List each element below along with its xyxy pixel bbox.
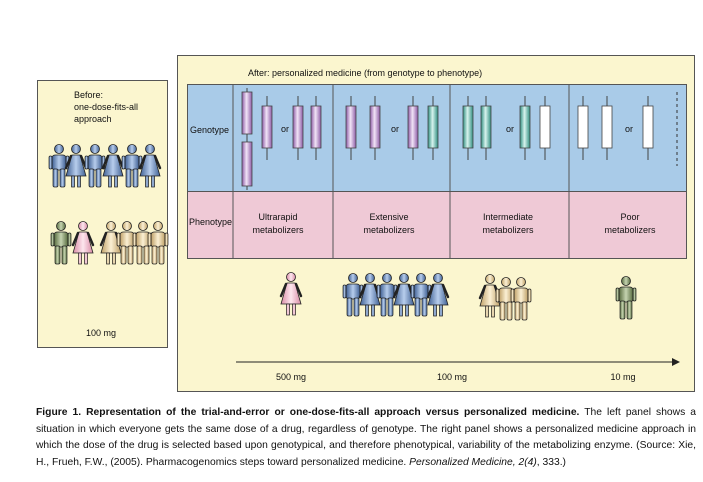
ultrarapid-people — [279, 271, 303, 317]
genotype-diagram: or or or — [232, 84, 680, 382]
allele-bar — [601, 105, 613, 149]
allele-bar — [519, 105, 531, 149]
person-figure — [138, 143, 162, 189]
or-label: or — [506, 124, 514, 134]
genotype-label: Genotype — [190, 125, 230, 135]
figure-caption: Figure 1. Representation of the trial-an… — [36, 405, 696, 471]
phenotype-row — [187, 191, 687, 259]
person-figure — [64, 143, 88, 189]
phenotype-ultrarapid-line1: Ultrarapid — [258, 212, 297, 222]
dose-axis — [236, 358, 680, 366]
dose-labels: 500 mg 100 mg 10 mg — [276, 372, 636, 382]
allele-bar — [345, 105, 357, 149]
allele-bar — [241, 91, 253, 135]
intermediate-genotypes — [462, 96, 551, 160]
allele-bar — [642, 105, 654, 149]
phenotype-poor-line1: Poor — [620, 212, 639, 222]
dose-10: 10 mg — [610, 372, 635, 382]
person-figure — [50, 221, 72, 265]
caption-journal: Personalized Medicine, 2(4) — [409, 456, 537, 468]
person-figure — [279, 271, 303, 317]
phenotype-extensive-line1: Extensive — [369, 212, 408, 222]
before-panel-text: Before: one-dose-fits-all approach — [74, 89, 138, 125]
phenotype-intermediate-line2: metabolizers — [482, 225, 534, 235]
before-dose: 100 mg — [86, 328, 117, 338]
column-dividers — [232, 84, 570, 259]
phenotype-ultrarapid-line2: metabolizers — [252, 225, 304, 235]
before-population — [48, 143, 169, 266]
person-figure — [121, 144, 143, 188]
extensive-genotypes — [345, 96, 439, 160]
ultrarapid-genotypes — [241, 88, 322, 190]
allele-bar — [577, 105, 589, 149]
person-figure — [510, 277, 532, 321]
allele-bar — [241, 141, 253, 187]
phenotype-extensive-line2: metabolizers — [363, 225, 415, 235]
dose-100: 100 mg — [437, 372, 467, 382]
or-label: or — [391, 124, 399, 134]
before-people-row-1 — [48, 143, 162, 189]
before-label: Before: — [74, 90, 104, 100]
caption-end: , 333.) — [536, 456, 566, 468]
phenotype-label: Phenotype — [189, 217, 233, 227]
before-people-row-2 — [50, 220, 169, 266]
person-figure — [101, 143, 125, 189]
allele-bar — [480, 105, 492, 149]
person-figure — [147, 221, 169, 265]
after-title: After: personalized medicine (from genot… — [248, 68, 483, 78]
person-figure — [84, 144, 106, 188]
person-figure — [426, 272, 450, 318]
person-figure — [615, 276, 637, 320]
caption-title: Figure 1. Representation of the trial-an… — [36, 407, 580, 418]
phenotype-labels: Ultrarapid metabolizers Extensive metabo… — [252, 212, 656, 235]
phenotype-intermediate-line1: Intermediate — [483, 212, 533, 222]
poor-people — [615, 276, 637, 320]
allele-bar — [292, 105, 304, 149]
one-dose-label: one-dose-fits-all — [74, 102, 139, 112]
allele-bar — [539, 105, 551, 149]
allele-bar — [407, 105, 419, 149]
or-label: or — [281, 124, 289, 134]
phenotype-poor-line2: metabolizers — [604, 225, 656, 235]
before-panel: Before: one-dose-fits-all approach 100 m… — [37, 80, 169, 348]
person-figure — [71, 220, 95, 266]
dose-500: 500 mg — [276, 372, 306, 382]
arrow-head-icon — [672, 358, 680, 366]
intermediate-people — [478, 273, 532, 321]
or-label: or — [625, 124, 633, 134]
allele-bar — [261, 105, 273, 149]
after-panel: After: personalized medicine (from genot… — [177, 55, 695, 392]
allele-bar — [310, 105, 322, 149]
extensive-people — [342, 272, 450, 318]
caption-body: The left panel shows a situation in whic… — [36, 407, 696, 468]
approach-label: approach — [74, 114, 112, 124]
allele-bar — [369, 105, 381, 149]
poor-genotypes — [577, 92, 678, 166]
allele-bar — [427, 105, 439, 149]
allele-bar — [462, 105, 474, 149]
